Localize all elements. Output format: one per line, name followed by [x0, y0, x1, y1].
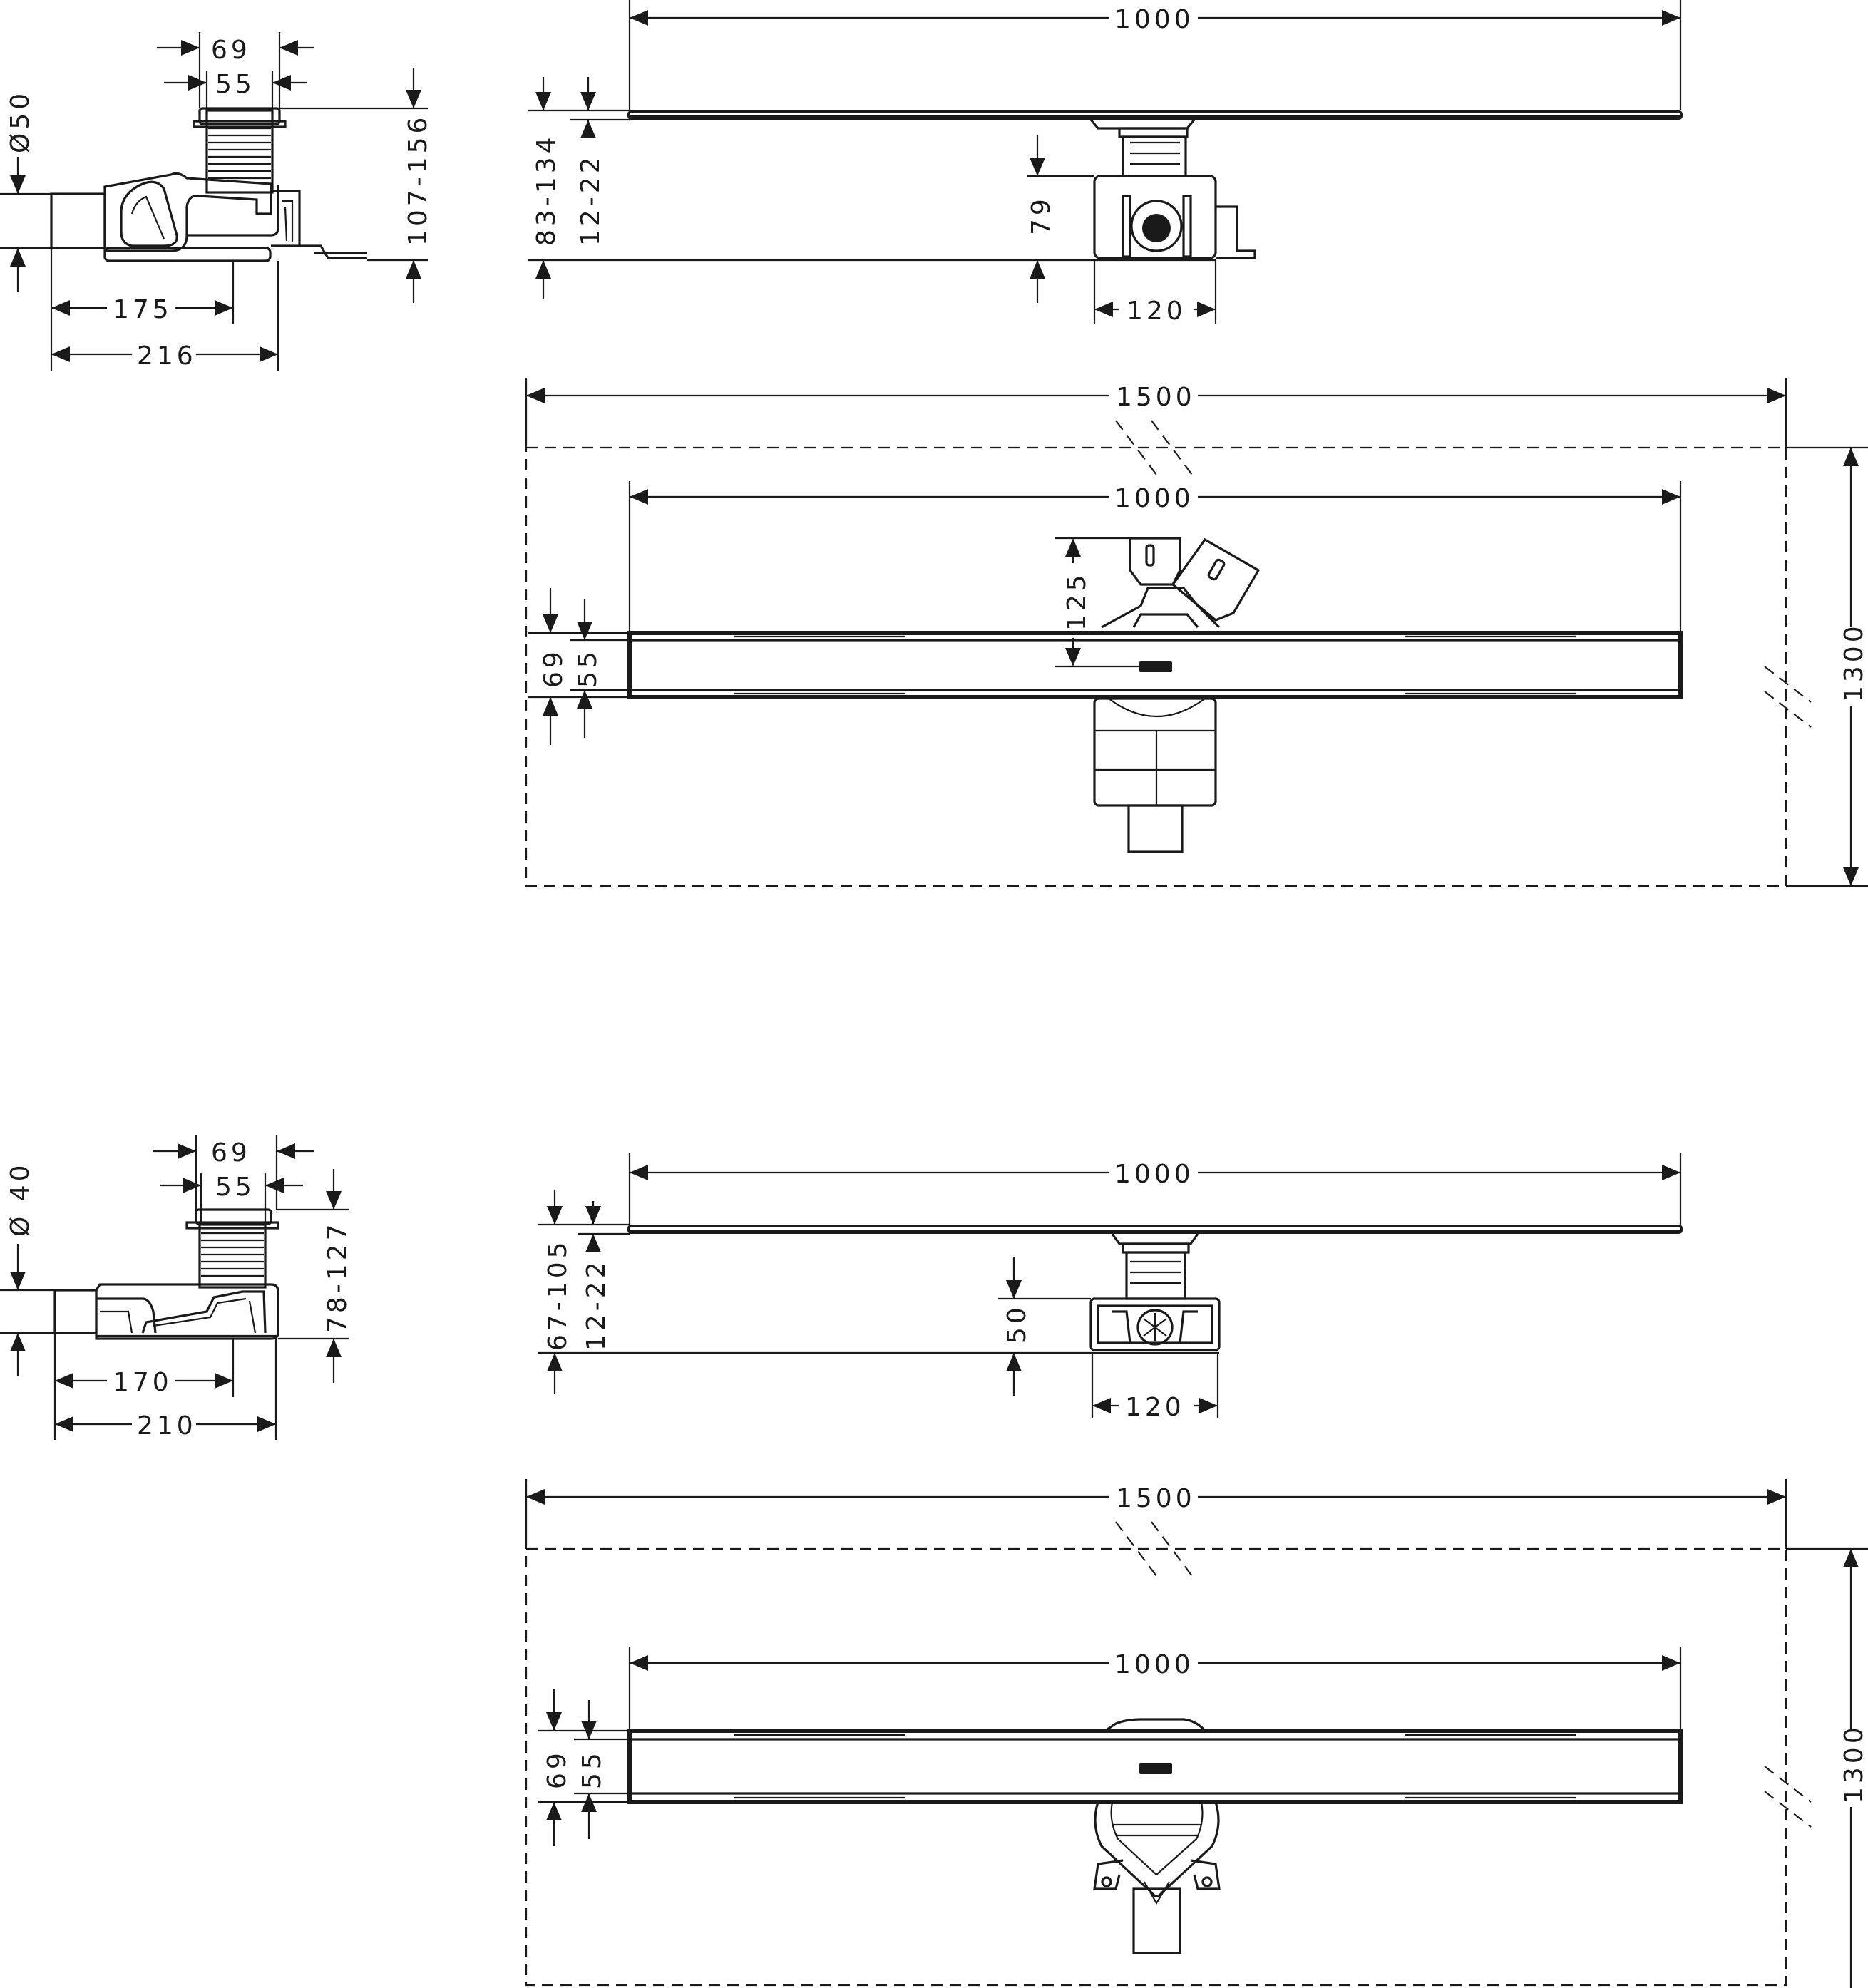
break-marks-b — [1115, 1521, 1812, 1828]
dim-plan-a-channel: 1000 — [1114, 484, 1194, 513]
dim-front-b-body-height: 50 — [1002, 1304, 1032, 1344]
dim-side-b-height: 78-127 — [323, 1220, 352, 1333]
dim-plan-b-channel: 1000 — [1114, 1650, 1194, 1679]
dims-b-side: 69 55 Ø 40 78-127 170 210 — [0, 1135, 352, 1441]
dim-plan-a-outer: 69 — [539, 648, 568, 688]
dim-plan-b-depth: 1300 — [1839, 1724, 1868, 1803]
dim-plan-b-inner: 55 — [578, 1749, 607, 1789]
variant-b-plan-view: 1500 1000 1300 69 55 — [525, 1479, 1868, 1988]
dim-side-b-55: 55 — [215, 1173, 255, 1202]
dim-side-b-170: 170 — [113, 1368, 173, 1397]
outlet-a — [1093, 537, 1261, 853]
trap-body-a — [50, 107, 367, 262]
dim-plan-a-inner: 55 — [573, 648, 602, 688]
variant-b-side-view: 69 55 Ø 40 78-127 170 210 — [0, 1135, 352, 1441]
dims-b-plan: 1500 1000 1300 69 55 — [525, 1479, 1868, 1988]
shower-area-a — [525, 446, 1787, 887]
dim-side-a-55: 55 — [215, 70, 255, 99]
dims-b-front: 1000 67-105 12-22 50 120 — [538, 1153, 1682, 1422]
variant-a-side-view: 69 55 Ø50 107-156 175 216 — [0, 32, 433, 371]
riser-threads-a — [208, 120, 271, 180]
dim-front-b-adjust: 12-22 — [582, 1258, 611, 1351]
dim-plan-b-overall: 1500 — [1116, 1484, 1196, 1513]
channel-plan-a — [627, 631, 1683, 699]
dim-front-a-body-height: 79 — [1027, 195, 1056, 235]
dims-a-front: 1000 83-134 12-22 79 120 — [528, 0, 1682, 326]
dim-side-a-175: 175 — [113, 295, 173, 324]
dim-front-b-total: 67-105 — [543, 1238, 573, 1351]
dim-side-a-216: 216 — [137, 341, 197, 371]
dim-front-b-body-width: 120 — [1125, 1393, 1185, 1422]
break-marks-a — [1115, 420, 1812, 728]
variant-a-plan-view: 1500 1000 1300 69 55 125 — [525, 378, 1868, 887]
dim-plan-b-outer: 69 — [543, 1749, 572, 1789]
variant-b-front-view: 1000 67-105 12-22 50 120 — [538, 1153, 1683, 1422]
dim-plan-a-depth: 1300 — [1839, 622, 1868, 702]
riser-threads-b — [201, 1232, 264, 1277]
channel-front-b — [627, 1225, 1683, 1354]
shower-area-b — [525, 1547, 1787, 1987]
channel-front-a — [627, 110, 1683, 262]
dim-front-a-total: 83-134 — [532, 133, 561, 246]
dim-front-b-length: 1000 — [1114, 1160, 1194, 1189]
channel-plan-b — [627, 1729, 1683, 1804]
dims-a-side: 69 55 Ø50 107-156 175 216 — [0, 32, 433, 371]
dims-a-plan: 1500 1000 1300 69 55 125 — [525, 378, 1868, 887]
dim-side-a-dia: Ø50 — [6, 90, 35, 153]
dim-side-b-dia: Ø 40 — [6, 1161, 35, 1237]
dim-side-b-69: 69 — [211, 1138, 251, 1168]
dim-front-a-adjust: 12-22 — [576, 153, 605, 246]
dim-side-b-210: 210 — [137, 1411, 197, 1441]
dim-side-a-69: 69 — [211, 36, 251, 65]
trap-body-b — [53, 1208, 279, 1340]
dim-front-a-length: 1000 — [1114, 5, 1194, 34]
dim-side-a-height: 107-156 — [404, 114, 433, 246]
dim-plan-a-offset: 125 — [1062, 571, 1092, 631]
dim-plan-a-overall: 1500 — [1116, 383, 1196, 412]
variant-a-front-view: 1000 83-134 12-22 79 120 — [528, 0, 1683, 326]
dim-front-a-body-width: 120 — [1127, 297, 1186, 326]
outlet-b — [1093, 1718, 1221, 1954]
